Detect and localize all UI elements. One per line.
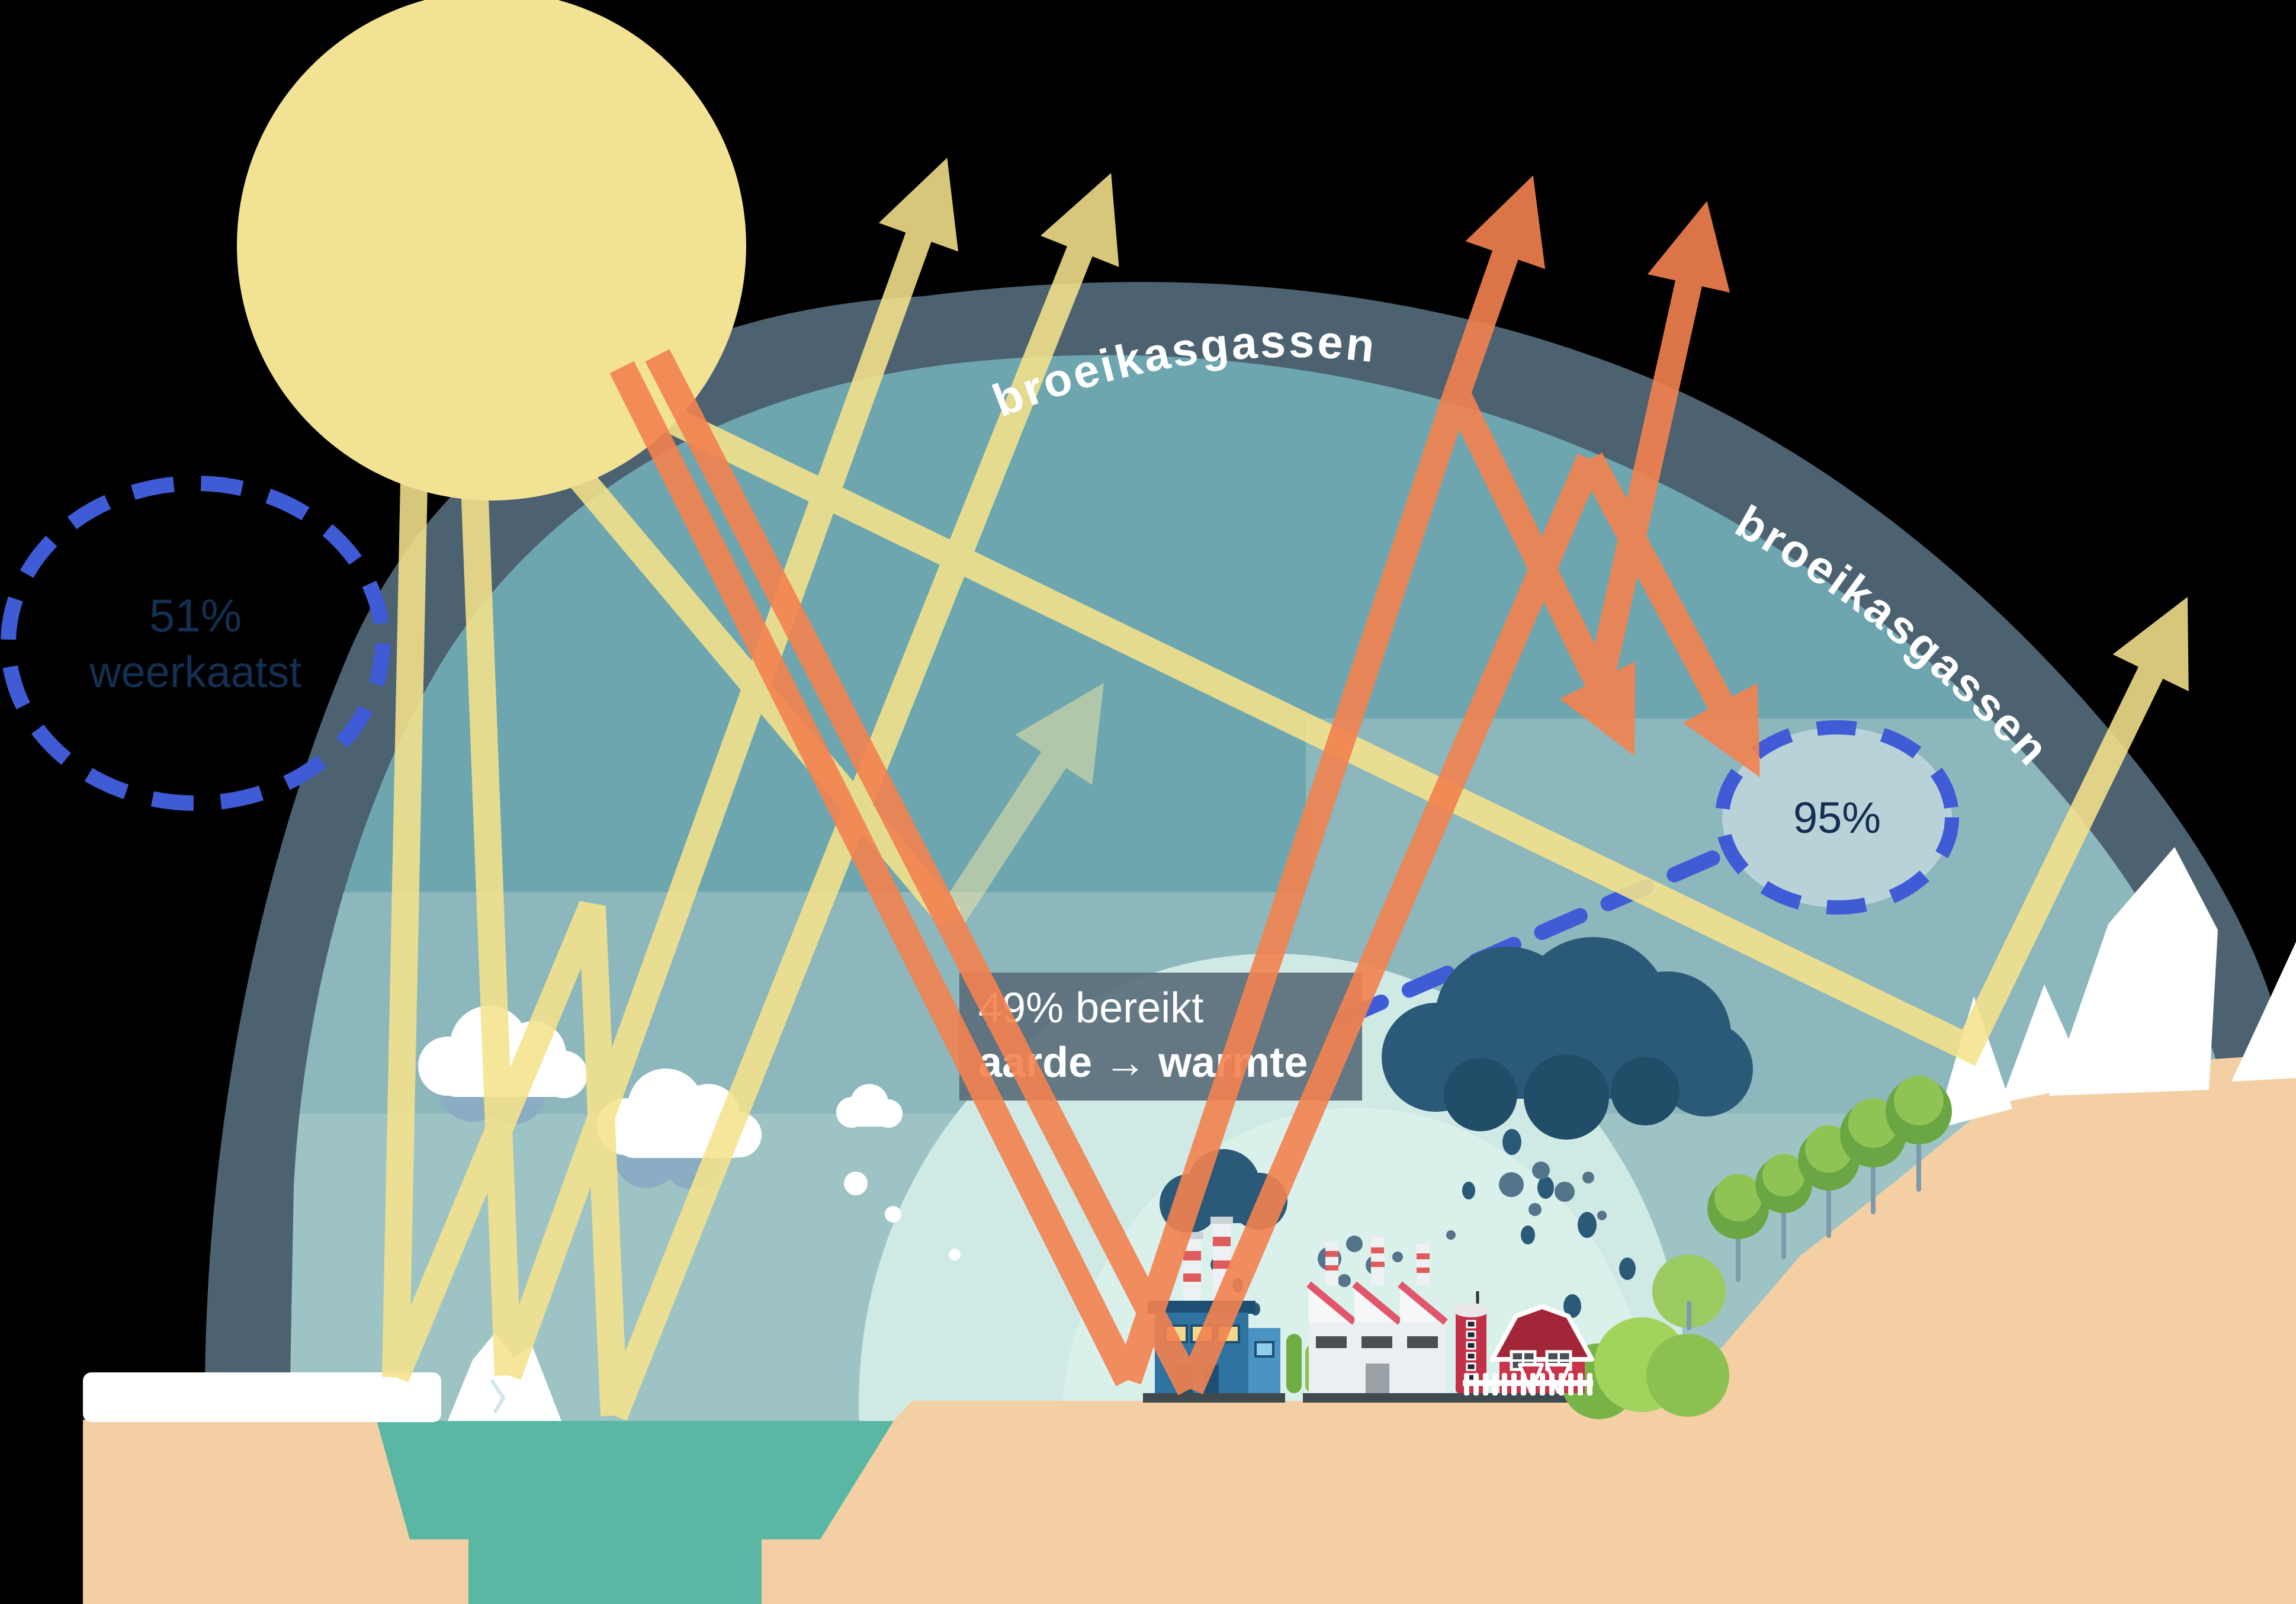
rain-drops <box>1462 1129 1636 1354</box>
sun-ray-escape <box>495 158 959 1380</box>
pct-51-label: 51% <box>149 589 242 641</box>
cloud <box>597 1069 762 1189</box>
iceberg <box>448 1333 561 1421</box>
heat-ray-reflected <box>1578 453 1760 778</box>
bush <box>1286 1317 1729 1419</box>
heat-ray <box>609 361 1141 1387</box>
sun-ray-bounce <box>383 901 628 1416</box>
ice-shelf <box>83 1372 441 1422</box>
water <box>377 1421 894 1604</box>
sun-ray-long <box>642 396 2189 1066</box>
pct-51-circle: 51% weerkaatst <box>1 476 390 811</box>
silo <box>1453 1291 1489 1393</box>
absorbed-ray-ghost <box>938 683 1104 926</box>
dashed-transfer-line <box>1335 849 1724 1026</box>
pct-95-circle: 95% <box>1715 720 1959 915</box>
city-platforms <box>1143 1393 1591 1403</box>
tree-row <box>1652 1076 1952 1330</box>
pct-95-label: 95% <box>1793 793 1881 842</box>
sun-rays <box>382 158 2189 1421</box>
snow-peak <box>2049 847 2218 1096</box>
sun-ray <box>516 406 961 927</box>
factory-white <box>1306 1237 1448 1393</box>
iceberg-crack <box>490 1379 506 1414</box>
sun-ray <box>382 453 428 1378</box>
heat-ray <box>645 349 1203 1396</box>
pct-51-word: weerkaatst <box>89 647 301 697</box>
heat-ray-escape <box>1444 175 1546 399</box>
heat-ray <box>1115 389 1470 1385</box>
snow-peaks <box>1935 847 2296 1129</box>
sun <box>237 0 746 501</box>
snow-peak <box>2231 942 2296 1082</box>
rain-cloud <box>1382 937 1753 1354</box>
sun-ray <box>460 467 522 1376</box>
cloud-small <box>836 1084 903 1128</box>
cloud-dots <box>844 1172 961 1260</box>
heat-ray <box>1177 453 1603 1395</box>
heat-ray-escape <box>1585 201 1730 690</box>
heat-rays <box>609 175 1760 1396</box>
fence <box>1463 1373 1593 1396</box>
